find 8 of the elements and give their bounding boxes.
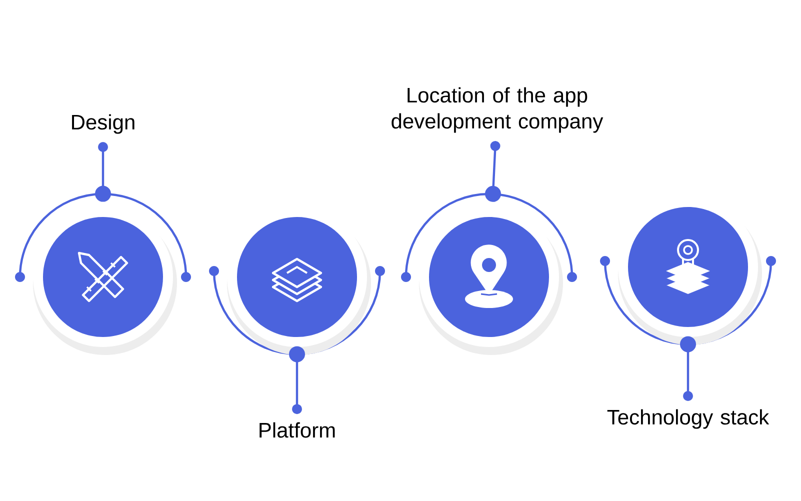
leader-line	[680, 336, 696, 402]
leader-line	[289, 346, 305, 414]
step-label: Design	[72, 114, 134, 134]
leader-line	[484, 140, 501, 202]
step-label: Platform	[260, 422, 335, 438]
step-label: Location of the app development company	[392, 87, 604, 133]
step-label: Technology stack	[607, 409, 770, 429]
leader-line	[95, 142, 111, 202]
